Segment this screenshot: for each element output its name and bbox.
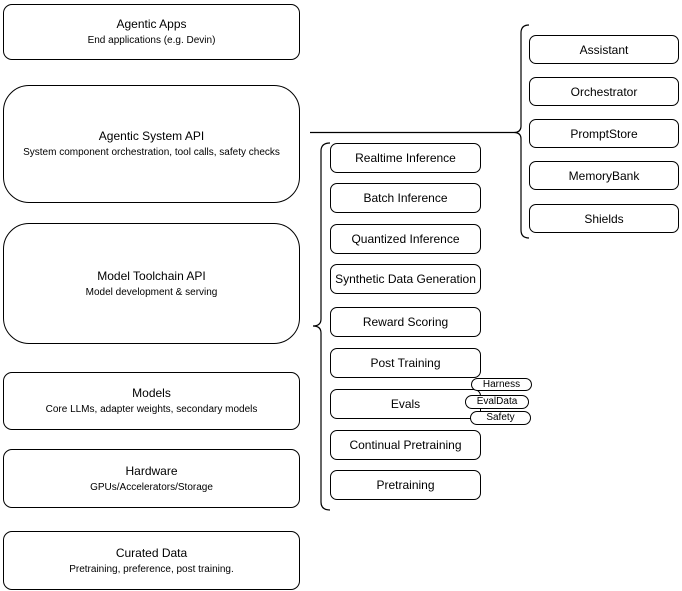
box-title: Hardware [125,463,178,478]
toolchain-item-post-training: Post Training [330,348,481,378]
box-agentic-system-api: Agentic System API System component orch… [3,85,300,203]
box-subtitle: System component orchestration, tool cal… [23,147,280,158]
component-assistant: Assistant [529,35,679,64]
component-memorybank: MemoryBank [529,161,679,190]
box-subtitle: Pretraining, preference, post training. [69,563,234,575]
box-subtitle: End applications (e.g. Devin) [87,35,216,46]
toolchain-bracket [312,142,331,511]
component-shields: Shields [529,204,679,233]
box-subtitle: GPUs/Accelerators/Storage [90,481,213,493]
box-title: Agentic System API [98,129,205,143]
box-model-toolchain-api: Model Toolchain API Model development & … [3,223,300,344]
toolchain-item-quantized-inference: Quantized Inference [330,224,481,254]
toolchain-item-realtime-inference: Realtime Inference [330,143,481,173]
toolchain-item-evals: Evals [330,389,481,419]
toolchain-item-continual-pretraining: Continual Pretraining [330,430,481,460]
box-curated-data: Curated Data Pretraining, preference, po… [3,531,300,590]
toolchain-item-reward-scoring: Reward Scoring [330,307,481,337]
toolchain-item-synthetic-data-generation: Synthetic Data Generation [330,264,481,294]
evals-tag-harness: Harness [471,378,532,391]
evals-tag-evaldata: EvalData [465,395,529,409]
box-agentic-apps: Agentic Apps End applications (e.g. Devi… [3,4,300,60]
box-title: Models [132,386,171,400]
component-orchestrator: Orchestrator [529,77,679,106]
evals-tag-safety: Safety [470,411,531,425]
box-title: Curated Data [115,545,188,560]
toolchain-item-pretraining: Pretraining [330,470,481,500]
box-models: Models Core LLMs, adapter weights, secon… [3,372,300,430]
box-subtitle: Model development & serving [85,286,218,298]
box-title: Agentic Apps [116,17,187,31]
system-components-bracket [513,24,530,239]
component-promptstore: PromptStore [529,119,679,148]
box-title: Model Toolchain API [97,268,206,283]
toolchain-item-batch-inference: Batch Inference [330,183,481,213]
box-subtitle: Core LLMs, adapter weights, secondary mo… [45,404,258,415]
box-hardware: Hardware GPUs/Accelerators/Storage [3,449,300,508]
